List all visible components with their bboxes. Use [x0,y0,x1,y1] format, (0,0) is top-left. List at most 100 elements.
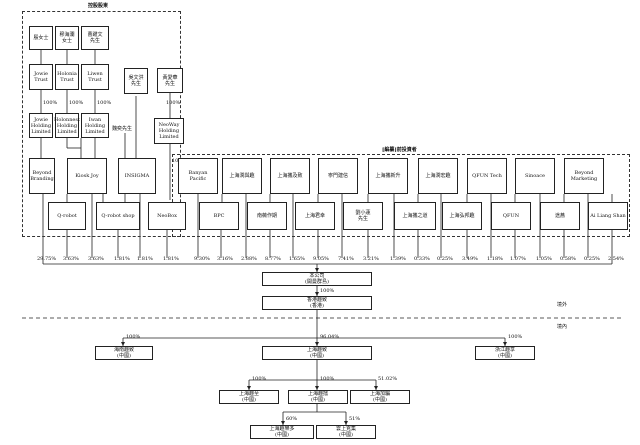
investor-box: 上海君幸 [295,202,335,230]
percent-label: 100% [166,100,181,106]
domestic-company-jurisdiction: (中國) [310,353,324,359]
trust-box: Jowie Trust [29,64,53,90]
investor-box: BPC [199,202,239,230]
shareholding-label: 7.41% [338,256,354,262]
percent-label: 100% [97,100,112,106]
investor-box: 上海潤宏趣 [418,158,458,194]
shareholding-label: 29.75% [37,256,57,262]
domestic-company-box: 浙江趣享 (中國) [475,346,535,360]
holding-box: Jowie Holding Limited [29,113,53,138]
shareholding-label: 9.30% [194,256,210,262]
shareholding-label: 0.25% [437,256,453,262]
shareholding-label: 2.88% [241,256,257,262]
shareholding-label: 1.05% [536,256,552,262]
investor-box: 上海攜新升 [368,158,408,194]
controlling-entity-box: Beyond Branding [29,158,55,194]
holding-box: Iwan Holding Limited [81,113,109,138]
shareholding-label: 3.21% [363,256,379,262]
pre-ipo-investors-title: [編纂]前投資者 [382,147,417,153]
domestic-company-jurisdiction: (中國) [339,432,353,438]
controlling-sub-box: NeoBox [148,202,186,230]
domestic-company-name: 上海趣樂多 [269,426,295,432]
domestic-company-box: 上海趣樂多 (中國) [250,425,314,439]
domestic-company-name: 海南趣致 [113,347,134,353]
shareholding-label: 1.18% [487,256,503,262]
investor-box: 上海潤與趣 [222,158,262,194]
controlling-entity-box: Kiosk Joy [67,158,107,194]
shareholding-label: 3.63% [88,256,104,262]
individual-box: 吳文洪 先生 [124,68,148,94]
shareholding-label: 1.65% [289,256,305,262]
shareholding-label: 0.33% [414,256,430,262]
percent-label: 51% [349,416,361,422]
shareholding-label: 2.54% [608,256,624,262]
holding-box: Holonnest Holding Limited [54,113,80,138]
domestic-company-name: 上海趣致 [306,347,327,353]
percent-label: 100% [320,376,335,382]
shareholding-label: 1.81% [137,256,153,262]
domestic-company-jurisdiction: (中國) [498,353,512,359]
shareholding-label: 1.81% [163,256,179,262]
investor-box: Beyond Marketing [564,158,604,194]
investor-box: 劉小蓮 先生 [343,202,383,230]
domestic-company-jurisdiction: (中國) [311,397,325,403]
shareholding-label: 1.07% [510,256,526,262]
company-box: 本公司 (開曼群島) [262,272,372,286]
investor-box: 南薇作期 [247,202,287,230]
investor-box: QFUN Tech [467,158,507,194]
domestic-company-box: 上海趣至 (中國) [219,390,279,404]
hk-company-name: 香港趣致 [306,297,327,303]
controlling-shareholders-title: 控股股東 [88,3,109,9]
domestic-company-box: 上海趣致 (中國) [262,346,372,360]
domestic-company-name: 上海趣至 [238,391,259,397]
trust-box: Holonia Trust [55,64,79,90]
investor-box: 寧門建信 [318,158,358,194]
percent-label: 51.02% [378,376,398,382]
holding-box: NeoWay Holding Limited [154,118,184,144]
controlling-sub-box: Q-robot [48,202,86,230]
individual-box: 曹躍文 先生 [81,26,109,50]
investor-box: QFUN [491,202,531,230]
individual-label: 魏奕先生 [112,126,133,132]
percent-label: 100% [320,288,335,294]
shareholding-label: 8.77% [265,256,281,262]
domestic-company-box: 上海加騙 (中國) [350,390,410,404]
controlling-entity-box: INSIGMA [118,158,156,194]
shareholding-label: 3.49% [462,256,478,262]
percent-label: 60% [286,416,298,422]
investor-box: Ai Liang Shan [588,202,628,230]
domestic-company-jurisdiction: (中國) [117,353,131,359]
domestic-company-box: 海南趣致 (中國) [95,346,153,360]
individual-box: 穆海瀾 女士 [55,26,79,50]
company-name: 本公司 [309,273,325,279]
company-jurisdiction: (開曼群島) [305,279,329,285]
domestic-company-name: 上海趣擂 [307,391,328,397]
individual-box: 黃愛華 先生 [157,68,183,93]
shareholding-label: 1.81% [114,256,130,262]
domestic-company-name: 浙江趣享 [494,347,515,353]
percent-label: 100% [508,334,523,340]
investor-box: 上海弘邦趣 [442,202,482,230]
hk-company-jurisdiction: (香港) [310,303,324,309]
percent-label: 100% [69,100,84,106]
investor-box: 上海攜之道 [394,202,436,230]
shareholding-label: 1.39% [390,256,406,262]
shareholding-label: 3.63% [63,256,79,262]
hk-company-box: 香港趣致 (香港) [262,296,372,310]
shareholding-label: 0.25% [584,256,600,262]
percent-label: 96.04% [320,334,340,340]
domestic-label: 境內 [557,324,568,330]
pre-ipo-investors-group [172,154,630,237]
controlling-sub-box: Q-robot shop [96,202,140,230]
shareholding-label: 9.05% [313,256,329,262]
individual-box: 殷女士 [29,26,53,50]
domestic-company-box: 雲上克集 (中國) [316,425,376,439]
investor-box: Sinoace [515,158,555,194]
domestic-company-name: 上海加騙 [369,391,390,397]
domestic-company-jurisdiction: (中國) [373,397,387,403]
domestic-company-box: 上海趣擂 (中國) [288,390,348,404]
domestic-company-jurisdiction: (中國) [275,432,289,438]
percent-label: 100% [252,376,267,382]
shareholding-label: 0.58% [560,256,576,262]
